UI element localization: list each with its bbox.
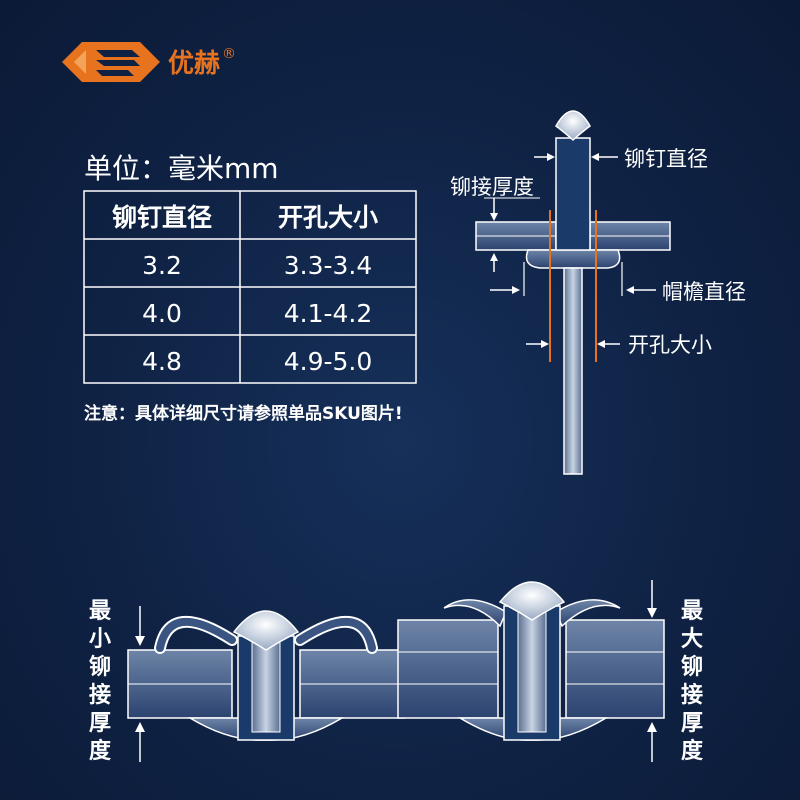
label-max-grip-thickness: 最 大 铆 接 厚 度 (681, 599, 704, 764)
min-grip-char: 接 (89, 683, 111, 708)
min-grip-char: 最 (89, 599, 112, 624)
max-grip-char: 厚 (681, 711, 703, 736)
max-grip-char: 大 (681, 627, 703, 652)
brand-logo-icon (62, 42, 160, 82)
label-grip-thickness: 铆接厚度 (450, 175, 534, 199)
label-min-grip-thickness: 最 小 铆 接 厚 度 (89, 599, 112, 764)
max-grip-char: 度 (681, 738, 704, 764)
table-cell: 4.9-5.0 (284, 347, 373, 376)
min-grip-char: 厚 (89, 711, 111, 736)
table-cell: 4.0 (142, 299, 182, 328)
max-grip-char: 接 (681, 683, 703, 708)
rivet-body (555, 137, 591, 251)
min-grip-diagram (127, 606, 405, 762)
rivet-mandrel (563, 267, 583, 475)
unit-label: 单位：毫米mm (84, 152, 279, 185)
table-header-hole-size: 开孔大小 (278, 203, 378, 232)
label-rivet-diameter: 铆钉直径 (624, 147, 708, 171)
rivet-dome (555, 110, 591, 142)
table-cell: 3.3-3.4 (284, 251, 373, 280)
min-grip-char: 小 (89, 627, 111, 652)
table-cell: 3.2 (142, 251, 182, 280)
label-head-diameter: 帽檐直径 (662, 280, 746, 304)
rivet-head-flange (525, 249, 621, 269)
rivet-dimension-diagram (475, 110, 671, 475)
min-grip-char: 铆 (89, 654, 111, 680)
brand-registered-mark: ® (222, 46, 236, 62)
min-grip-char: 度 (89, 738, 112, 764)
table-cell: 4.1-4.2 (284, 299, 373, 328)
brand-name: 优赫 (168, 49, 220, 79)
max-grip-diagram (397, 580, 665, 762)
note-text: 注意：具体详细尺寸请参照单品SKU图片! (84, 403, 403, 424)
size-table (83, 190, 417, 384)
table-header-rivet-diameter: 铆钉直径 (112, 203, 212, 232)
table-cell: 4.8 (142, 347, 182, 376)
label-hole-size: 开孔大小 (628, 333, 712, 357)
max-grip-char: 铆 (681, 654, 703, 680)
max-grip-char: 最 (681, 599, 704, 624)
